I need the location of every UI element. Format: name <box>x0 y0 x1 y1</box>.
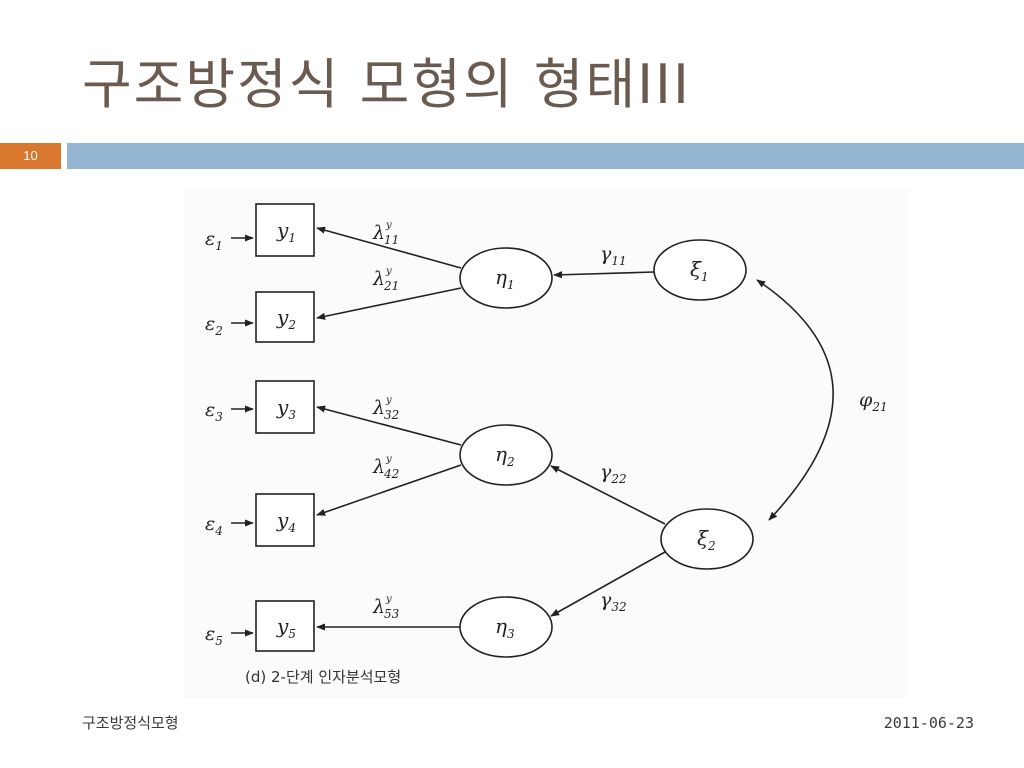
svg-text:y1: y1 <box>276 218 296 245</box>
svg-text:λ: λ <box>372 268 385 290</box>
loading-label-l11: λ y 11 <box>372 220 399 247</box>
svg-text:53: 53 <box>384 607 400 621</box>
latent-ellipse-xi2: ξ2 <box>660 508 754 570</box>
loading-arrow-l21 <box>316 287 462 320</box>
title-divider-bar <box>67 143 1024 169</box>
svg-text:ξ1: ξ1 <box>690 257 709 284</box>
latent-ellipse-xi1: ξ1 <box>653 239 747 301</box>
svg-text:λ: λ <box>372 596 385 618</box>
loading-label-l42: λ y 42 <box>372 454 399 481</box>
slide-title: 구조방정식 모형의 형태III <box>82 53 691 116</box>
path-label-g11: γ11 <box>600 243 627 268</box>
error-term-1: ε1 <box>205 228 254 253</box>
svg-text:y: y <box>385 395 392 406</box>
covariance-arrow-phi21: φ21 <box>756 279 888 521</box>
error-term-2: ε2 <box>205 313 254 338</box>
latent-ellipse-eta1: η1 <box>459 247 553 309</box>
path-arrow-g32 <box>550 551 666 617</box>
footer-date: 2011-06-23 <box>883 714 974 732</box>
svg-text:γ11: γ11 <box>600 243 627 268</box>
loading-label-l21: λ y 21 <box>372 266 399 293</box>
observed-box-y5: y5 <box>255 600 315 652</box>
svg-text:η3: η3 <box>495 614 515 641</box>
path-arrow-g11 <box>553 271 655 279</box>
path-label-g32: γ32 <box>600 589 627 614</box>
svg-text:y3: y3 <box>276 395 296 422</box>
svg-text:y4: y4 <box>276 508 296 535</box>
error-term-4: ε4 <box>205 513 254 538</box>
error-term-3: ε3 <box>205 399 254 424</box>
loading-arrow-l11 <box>316 226 462 269</box>
error-term-5: ε5 <box>205 623 254 648</box>
svg-text:γ22: γ22 <box>600 461 627 486</box>
footer-deck-title: 구조방정식모형 <box>82 714 179 732</box>
svg-text:ε3: ε3 <box>205 399 223 424</box>
slide-number-badge: 10 <box>0 143 61 169</box>
svg-text:y: y <box>385 220 392 231</box>
latent-ellipse-eta2: η2 <box>459 424 553 486</box>
svg-text:λ: λ <box>372 222 385 244</box>
loading-label-l53: λ y 53 <box>372 594 400 621</box>
svg-text:η1: η1 <box>495 265 515 292</box>
path-arrow-g22 <box>550 465 666 525</box>
sem-path-diagram: ε1 ε2 ε3 ε4 ε5 y1 y2 y3 <box>183 188 909 698</box>
svg-text:ε2: ε2 <box>205 313 223 338</box>
svg-text:y: y <box>385 266 392 277</box>
loading-arrow-l42 <box>316 464 462 516</box>
observed-box-y1: y1 <box>255 203 315 257</box>
observed-box-y2: y2 <box>255 291 315 343</box>
svg-text:γ32: γ32 <box>600 589 627 614</box>
svg-text:y: y <box>385 454 392 465</box>
path-label-g22: γ22 <box>600 461 627 486</box>
svg-text:φ21: φ21 <box>859 389 888 414</box>
svg-text:y5: y5 <box>276 614 296 641</box>
svg-text:y: y <box>385 594 392 605</box>
svg-text:ε4: ε4 <box>205 513 223 538</box>
svg-text:42: 42 <box>383 467 399 481</box>
svg-text:11: 11 <box>384 233 399 247</box>
svg-text:λ: λ <box>372 456 385 478</box>
svg-text:η2: η2 <box>495 442 515 469</box>
svg-text:y2: y2 <box>276 305 296 332</box>
svg-text:ξ2: ξ2 <box>697 526 716 553</box>
svg-text:21: 21 <box>383 279 399 293</box>
loading-arrow-l32 <box>316 405 462 446</box>
observed-box-y3: y3 <box>255 380 315 434</box>
svg-text:λ: λ <box>372 397 385 419</box>
svg-text:ε1: ε1 <box>205 228 223 253</box>
diagram-caption: (d) 2-단계 인자분석모형 <box>245 668 401 686</box>
observed-box-y4: y4 <box>255 493 315 547</box>
svg-text:ε5: ε5 <box>205 623 223 648</box>
svg-text:32: 32 <box>384 408 399 422</box>
loading-label-l32: λ y 32 <box>372 395 399 422</box>
latent-ellipse-eta3: η3 <box>459 596 553 658</box>
